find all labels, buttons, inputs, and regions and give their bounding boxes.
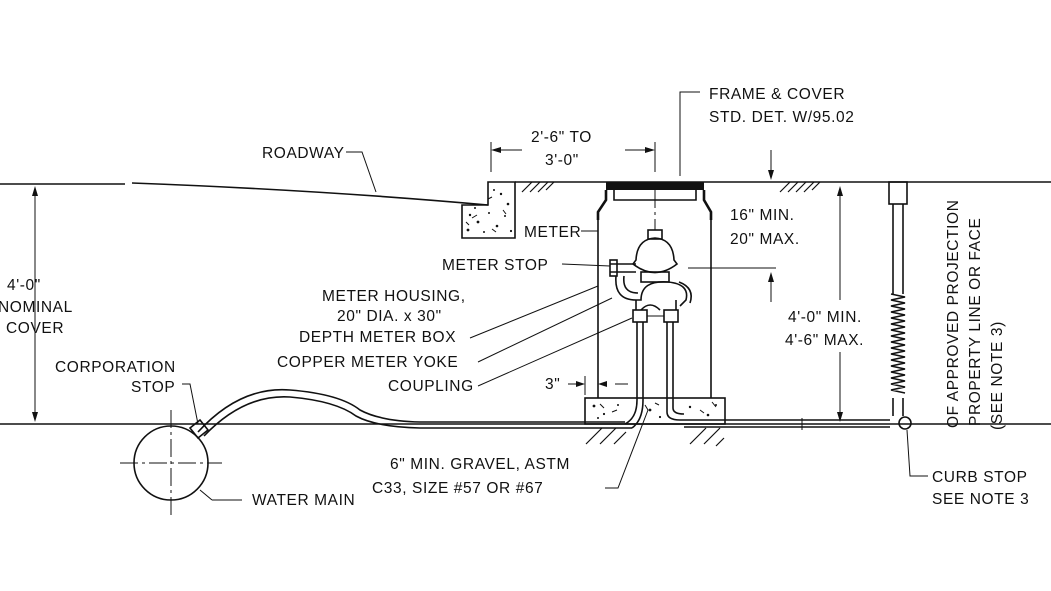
leader-lines <box>182 91 928 501</box>
three-inch-label: 3" <box>545 376 560 393</box>
corp-stop-label-1: CORPORATION <box>55 359 176 376</box>
box-width-label-1: 2'-6" TO <box>531 129 592 146</box>
dim-meter-depth <box>688 150 776 302</box>
roadway-label: ROADWAY <box>262 145 345 162</box>
vertical-note-line-1: OF APPROVED PROJECTION <box>945 199 962 428</box>
vertical-note-line-3: (SEE NOTE 3) <box>989 321 1006 430</box>
box-depth-label-2: 4'-6" MAX. <box>785 332 864 349</box>
vertical-note-line-2: PROPERTY LINE OR FACE <box>967 218 984 426</box>
roadway-surface <box>0 182 489 206</box>
dim-box-depth <box>837 186 843 422</box>
coupling-label: COUPLING <box>388 378 474 395</box>
meter <box>631 229 679 283</box>
box-width-label-2: 3'-0" <box>545 152 579 169</box>
cover-label-1: 4'-0" <box>7 277 41 294</box>
frame-cover-label-2: STD. DET. W/95.02 <box>709 109 854 126</box>
gravel-label-2: C33, SIZE #57 OR #67 <box>372 480 543 497</box>
dim-three-inch <box>568 376 628 395</box>
couplings <box>632 309 679 323</box>
curb-stop-label-2: SEE NOTE 3 <box>932 491 1029 508</box>
copper-yoke-label: COPPER METER YOKE <box>277 354 458 371</box>
curb-concrete <box>461 181 516 239</box>
meter-housing-label-1: METER HOUSING, <box>322 288 466 305</box>
cover-label-3: COVER <box>6 320 64 337</box>
corporation-stop <box>188 418 210 440</box>
copper-meter-yoke <box>609 259 692 311</box>
water-main-label: WATER MAIN <box>252 492 355 509</box>
meter-box <box>597 190 712 398</box>
corp-stop-label-2: STOP <box>131 379 175 396</box>
meter-housing-label-3: DEPTH METER BOX <box>299 329 456 346</box>
water-main <box>120 410 222 516</box>
curb-stop-label-1: CURB STOP <box>932 469 1028 486</box>
meter-depth-label-1: 16" MIN. <box>730 207 795 224</box>
service-pipe <box>197 388 890 437</box>
dim-nominal-cover <box>32 186 38 422</box>
meter-housing-label-2: 20" DIA. x 30" <box>337 308 442 325</box>
frame-and-cover <box>596 182 713 220</box>
gravel-base <box>584 397 726 425</box>
curb-stop-assembly <box>888 181 912 430</box>
meter-stop-label: METER STOP <box>442 257 548 274</box>
box-depth-label-1: 4'-0" MIN. <box>788 309 862 326</box>
earth-hatch-base <box>585 427 725 447</box>
riser-pipes <box>624 322 685 429</box>
meter-label: METER <box>524 224 581 241</box>
frame-cover-label-1: FRAME & COVER <box>709 86 845 103</box>
meter-depth-label-2: 20" MAX. <box>730 231 800 248</box>
dim-box-width <box>490 142 656 172</box>
gravel-label-1: 6" MIN. GRAVEL, ASTM <box>390 456 570 473</box>
cover-label-2: NOMINAL <box>0 299 73 316</box>
earth-hatch-surface <box>521 181 821 193</box>
